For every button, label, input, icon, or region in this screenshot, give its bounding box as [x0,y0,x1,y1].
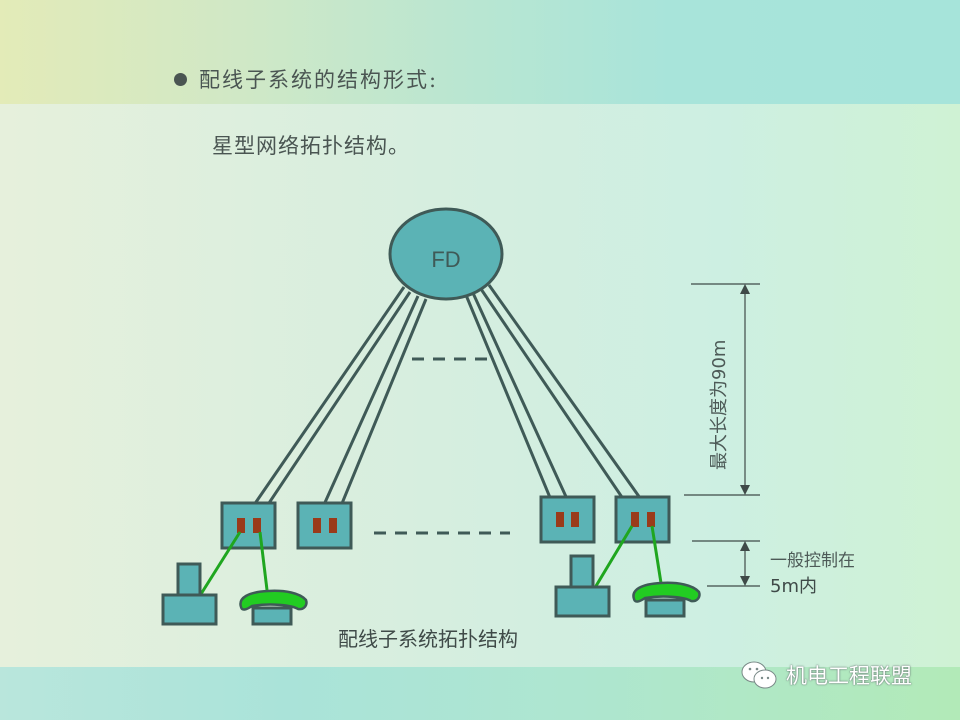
computer-icon [161,562,218,626]
top-band [0,0,960,104]
patch-cord [594,525,634,587]
wechat-icon [741,661,777,689]
diagram-caption: 配线子系统拓扑结构 [338,627,518,651]
cable [334,298,428,519]
max-length-label: 最大长度为90m [709,339,730,470]
outlet-4 [614,495,671,544]
arrow-up-icon [740,284,750,294]
fd-label: FD [431,247,460,272]
fd-node: FD [388,207,504,301]
slide-subheading: 星型网络拓扑结构。 [212,134,410,158]
watermark-text: 机电工程联盟 [786,664,912,688]
bottom-band [0,667,960,720]
port [313,518,321,533]
cable [464,294,558,513]
outlet-3 [539,495,596,544]
patch-cord [650,525,663,584]
patch-length-label: 一般控制在 5m内 [770,548,855,600]
cable [257,291,412,519]
max-length-dimension [684,283,760,496]
bullet-icon [174,72,187,86]
patch-cords [199,525,663,595]
port [647,512,655,527]
arrow-down-icon [740,485,750,495]
arrow-up-icon [740,541,750,551]
cable [471,292,575,513]
cable [316,295,420,519]
patch-cord [199,531,242,595]
port [329,518,337,533]
cable [243,286,406,519]
port [237,518,245,533]
patch-length-line2: 5m内 [770,576,817,597]
port [556,512,564,527]
port [253,518,261,533]
arrow-down-icon [740,576,750,586]
telephone-icon [632,581,701,618]
slide-heading: 配线子系统的结构形式: [174,64,438,94]
outlet-2 [296,501,353,550]
cable [487,284,652,513]
port [631,512,639,527]
horizontal-cables [243,284,652,519]
heading-text: 配线子系统的结构形式: [199,68,439,92]
port [571,512,579,527]
watermark: 机电工程联盟 [740,660,912,690]
outlet-1 [220,501,277,550]
patch-length-dimension [692,540,760,587]
patch-length-line1: 一般控制在 [770,551,855,571]
cable [479,288,634,513]
computer-icon [554,554,611,618]
telephone-icon [239,589,308,626]
patch-cord [258,531,269,591]
